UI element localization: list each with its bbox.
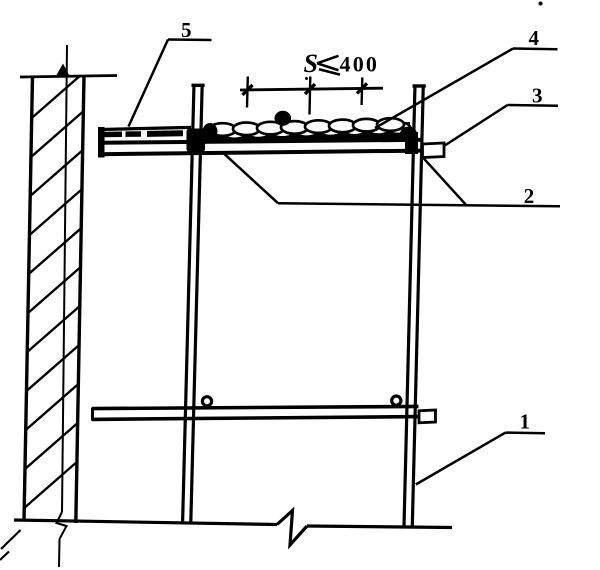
svg-text:S: S: [304, 49, 318, 78]
svg-text:5: 5: [181, 18, 192, 42]
svg-text:400: 400: [340, 52, 380, 77]
svg-text:3: 3: [532, 84, 543, 108]
svg-text:2: 2: [524, 184, 535, 208]
svg-text:1: 1: [520, 410, 531, 434]
svg-text:4: 4: [529, 26, 540, 50]
